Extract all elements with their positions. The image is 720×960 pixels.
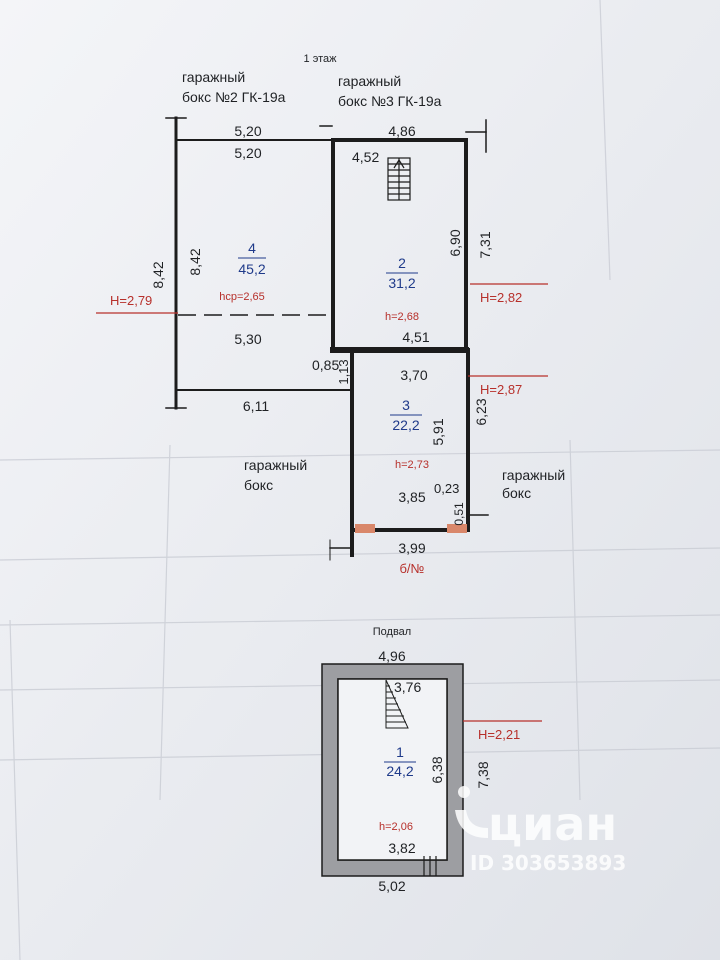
dim-pillar-width: 0,23 [434,481,459,496]
level-left: H=2,79 [110,293,152,308]
floor1-plan: 1 этаж гаражный бокс №2 ГК-19а гаражный … [96,53,565,576]
room2-area: 31,2 [388,275,415,291]
basement-title: Подвал [373,626,411,638]
dim-passage-height: 1,13 [336,359,351,384]
basement-stair-icon [385,679,409,729]
dim-room3-right-outer: 6,23 [473,398,489,425]
basement-gate-marks [423,856,437,876]
watermark-id: ID 303653893 [470,851,626,875]
dim-pillar-depth: 0,51 [452,502,466,526]
neighbor-left-line1: гаражный [182,69,245,85]
dim-left-outer: 8,42 [150,261,166,288]
room2-height: h=2,68 [385,311,419,323]
basement-dim-bottom-inner: 3,82 [388,840,415,856]
cian-watermark: циан ID 303653893 [455,786,626,875]
cian-logo-icon [455,786,488,838]
basement-room-area: 24,2 [386,763,413,779]
room4-area: 45,2 [238,261,265,277]
watermark-brand: циан [488,797,617,851]
dim-room2-bottom: 4,51 [402,329,429,345]
gate-pillar-right [447,524,467,533]
basement-dim-top-outer: 4,96 [378,648,405,664]
dim-top-left-outer: 5,20 [234,123,261,139]
basement-dim-bottom-outer: 5,02 [378,878,405,894]
floor1-walls [165,116,489,561]
dim-left-inner: 8,42 [187,248,203,275]
dim-room4-bottom: 5,30 [234,331,261,347]
dim-room3-right-inner: 5,91 [430,418,446,445]
dim-room2-right-inner: 6,90 [447,229,463,256]
neighbor-right-line2: бокс №3 ГК-19а [338,93,442,109]
neighbor-bottom-right-line1: гаражный [502,467,565,483]
gate-label: б/№ [399,561,424,576]
neighbor-bottom-left-line2: бокс [244,477,273,493]
room3-number: 3 [402,397,410,413]
room4-number: 4 [248,240,256,256]
basement-room-number: 1 [396,744,404,760]
basement-dim-right-outer: 7,38 [475,761,491,788]
room3-area: 22,2 [392,417,419,433]
dim-stair-width: 4,52 [352,149,379,165]
basement-plan: Подвал 4,96 3,76 1 24,2 6,38 7,38 h=2,06 [321,626,542,894]
stair-icon [387,157,411,201]
floor1-title: 1 этаж [304,53,338,65]
gate-pillar-left [355,524,375,533]
dim-room3-bottom-outer: 3,99 [398,540,425,556]
room3-height: h=2,73 [395,459,429,471]
dim-room3-bottom-inner: 3,85 [398,489,425,505]
dim-passage-width: 0,85 [312,357,339,373]
dim-top-left-inner: 5,20 [234,145,261,161]
room2-number: 2 [398,255,406,271]
neighbor-bottom-right-line2: бокс [502,485,531,501]
basement-dim-right-inner: 6,38 [429,756,445,783]
dim-room2-right-outer: 7,31 [477,231,493,258]
neighbor-left-line2: бокс №2 ГК-19а [182,89,286,105]
neighbor-bottom-left-line1: гаражный [244,457,307,473]
level-right-lower: H=2,87 [480,382,522,397]
basement-dim-top-inner: 3,76 [394,679,421,695]
basement-room-height: h=2,06 [379,821,413,833]
neighbor-right-line1: гаражный [338,73,401,89]
room4-height: hср=2,65 [219,291,265,303]
level-right-upper: H=2,82 [480,290,522,305]
basement-level: H=2,21 [478,727,520,742]
dim-room3-top: 3,70 [400,367,427,383]
dim-top-right-outer: 4,86 [388,123,415,139]
dim-bottom-left-wall: 6,11 [243,398,269,414]
